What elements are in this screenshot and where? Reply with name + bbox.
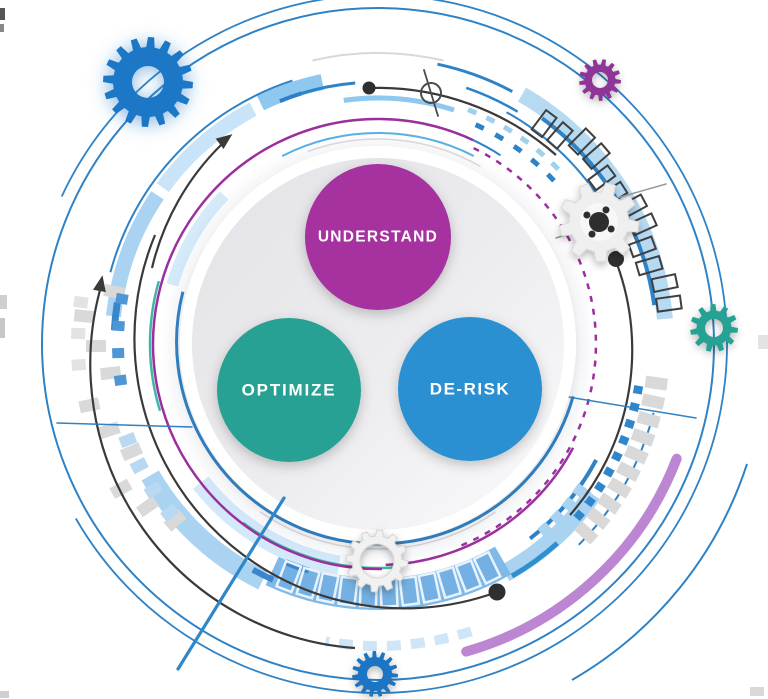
crosshair-icon [420,69,442,117]
edge-crop-mark [0,295,7,309]
bubble-circle [305,164,451,310]
gear-icon-blue-large [103,37,193,127]
gear-icon-teal-right [690,304,738,352]
gear-icon-blue-bottom [352,651,398,697]
bubble-label: OPTIMIZE [242,381,337,400]
bubble-understand: UNDERSTAND [305,164,451,310]
bubble-circle [217,318,361,462]
bubble-label: DE-RISK [430,380,510,399]
bubble-optimize: OPTIMIZE [217,318,361,462]
topic-bubbles: UNDERSTAND OPTIMIZE DE-RISK [217,164,542,462]
edge-crop-mark [0,318,5,338]
edge-crop-mark [0,24,4,32]
edge-crop-mark [0,8,5,20]
bubble-label: UNDERSTAND [318,229,438,246]
gear-icon-white-bottom [345,529,409,593]
gear-icon-purple-small [579,59,621,101]
decorative-gears-and-lines [103,37,738,697]
edge-crop-mark [758,335,768,349]
edge-crop-mark [0,691,9,698]
edge-crop-mark [750,687,764,696]
bubble-derisk: DE-RISK [398,317,542,461]
bubble-circle [398,317,542,461]
gear-icon-white-right [558,181,640,263]
